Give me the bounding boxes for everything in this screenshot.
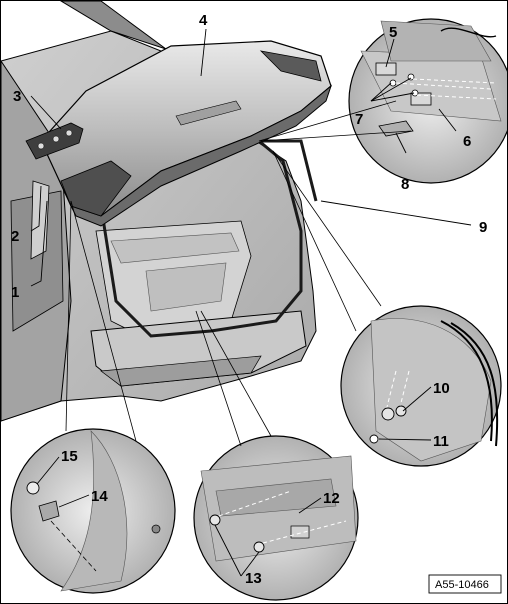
tailgate-lid [40,40,333,227]
label-10: 10 [433,380,450,397]
reference-code: A55-10466 [435,579,489,591]
label-3: 3 [13,88,21,105]
label-11: 11 [433,433,449,450]
label-14: 14 [91,488,108,505]
reference-code-box [428,574,502,594]
label-7: 7 [355,111,363,128]
label-2: 2 [11,228,19,245]
detail-circle-right [340,305,502,467]
gas-strut [30,180,50,260]
label-4: 4 [199,12,208,29]
label-6: 6 [463,133,471,150]
label-1: 1 [11,284,19,301]
connector-lines [65,100,412,447]
detail-circle-upper [348,18,507,184]
label-15: 15 [61,448,78,465]
detail-circle-left [10,428,176,594]
label-8: 8 [401,176,409,193]
tailgate-hinge [25,122,84,160]
tailgate-seal [99,139,318,338]
label-12: 12 [323,490,340,507]
label-9: 9 [479,219,487,236]
label-13: 13 [245,570,262,587]
label-5: 5 [389,24,397,41]
leader-lines [30,28,472,577]
detail-circle-bottom [193,435,359,601]
